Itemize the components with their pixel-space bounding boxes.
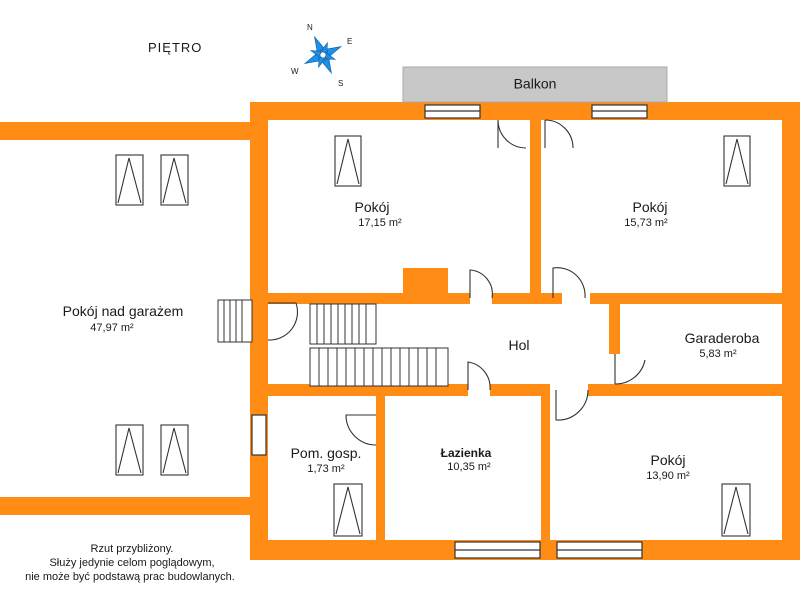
disclaimer-line-3: nie może być podstawą prac budowlanych.: [25, 571, 235, 583]
room-name-wardrobe: Garaderoba: [685, 330, 760, 346]
room-area-wardrobe: 5,83 m²: [699, 348, 737, 360]
wall-nw-ne-divider: [530, 120, 541, 293]
compass-n: N: [307, 23, 313, 32]
balcony-slab: [402, 66, 668, 103]
disclaimer-line-2: Służy jedynie celom poglądowym,: [49, 557, 214, 569]
wall-windows: [251, 104, 648, 559]
door-bathroom: [467, 361, 491, 391]
door-utility: [345, 414, 377, 446]
room-name-hall: Hol: [508, 337, 529, 353]
balcony-label: Balkon: [514, 76, 557, 92]
door-balcony-left: [497, 119, 527, 149]
walls: [0, 102, 800, 560]
wall-garage-bottom: [0, 497, 258, 515]
wall-main-left: [250, 102, 268, 560]
chimney-block: [403, 268, 448, 293]
disclaimer-line-1: Rzut przybliżony.: [91, 543, 174, 555]
room-area-garage: 47,97 m²: [90, 322, 134, 334]
wall-bath-right: [541, 396, 550, 540]
balcony: Balkon: [402, 66, 668, 103]
window-left-wall: [251, 414, 267, 456]
door-wardrobe: [614, 354, 646, 385]
wall-main-top: [250, 102, 800, 120]
wall-wardrobe-left: [609, 300, 620, 354]
skylight: [333, 483, 363, 537]
door-room-ne: [552, 267, 586, 299]
room-area-ne: 15,73 m²: [624, 217, 668, 229]
stairs-upper-flight: [309, 303, 377, 345]
wall-nw-room-bottom-left: [258, 293, 470, 304]
skylight: [115, 424, 144, 476]
door-room-se: [555, 389, 589, 421]
room-name-nw: Pokój: [354, 199, 389, 215]
wall-main-right: [782, 102, 800, 560]
skylight: [160, 424, 189, 476]
skylight: [721, 483, 751, 537]
door-garage-room: [267, 302, 299, 341]
compass-e: E: [347, 37, 352, 46]
room-name-bathroom: Łazienka: [441, 446, 492, 460]
stairs-landing: [217, 299, 253, 343]
compass-rose: N E S W: [291, 23, 352, 88]
floor-label: PIĘTRO: [148, 40, 202, 55]
skylight: [723, 135, 751, 187]
compass-s: S: [338, 79, 343, 88]
room-name-utility: Pom. gosp.: [291, 445, 362, 461]
compass-star-icon: [303, 35, 343, 75]
stairs-lower-flight: [309, 347, 449, 387]
room-area-se: 13,90 m²: [646, 470, 690, 482]
room-area-bathroom: 10,35 m²: [447, 461, 491, 473]
room-name-garage: Pokój nad garażem: [63, 303, 184, 319]
wall-hall-bottom-left: [258, 384, 468, 396]
wall-nw-room-bottom-mid: [492, 293, 562, 304]
wall-ne-room-bottom: [590, 293, 782, 304]
door-room-nw: [469, 269, 493, 299]
wall-garage-top: [0, 122, 258, 140]
room-area-nw: 17,15 m²: [358, 217, 402, 229]
wall-hall-bottom-mid: [490, 384, 550, 396]
room-name-ne: Pokój: [632, 199, 667, 215]
skylight: [334, 135, 362, 187]
wall-utility-right: [376, 396, 385, 540]
skylight: [115, 154, 144, 206]
skylight: [160, 154, 189, 206]
room-name-se: Pokój: [650, 452, 685, 468]
doors: [267, 119, 646, 446]
skylights: [115, 135, 751, 537]
compass-w: W: [291, 67, 299, 76]
door-balcony-right: [544, 119, 574, 149]
wall-hall-bottom-right: [588, 384, 782, 396]
stairs: [217, 299, 449, 387]
room-area-utility: 1,73 m²: [307, 463, 345, 475]
